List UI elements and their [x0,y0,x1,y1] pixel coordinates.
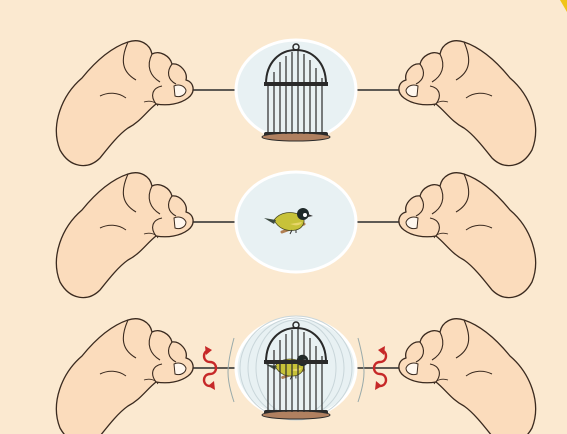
right-hand-icon [399,173,536,298]
left-hand-icon [56,41,193,166]
right-hand-icon [399,319,536,434]
right-hand-icon [399,41,536,166]
row-cage-side [56,40,535,166]
motion-line [228,338,234,402]
row-spinning-toy [56,316,535,434]
row-bird-side [56,172,535,298]
motion-line [358,338,364,402]
left-hand-icon [56,173,193,298]
left-hand-icon [56,319,193,434]
corner-accent [560,0,567,12]
disc [236,40,356,140]
